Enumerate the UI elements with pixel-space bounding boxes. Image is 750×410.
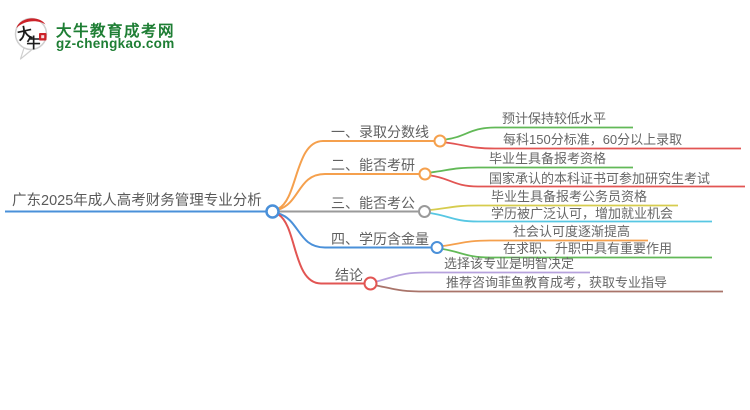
branch-node-degree-value: 四、学历含金量 [331,231,429,247]
leaf-node-score-level: 预计保持较低水平 [502,111,607,126]
connector-leaf-4b [442,248,712,259]
connector-leaf-4a [442,239,648,247]
connector-leaf-2b [430,174,745,188]
connector-leaf-3a [429,204,678,211]
node-circle-branch-2 [418,167,432,181]
connector-leaf-5a [376,271,590,283]
leaf-node-postgrad-certificate: 国家承认的本科证书可参加研究生考试 [489,171,711,186]
node-circle-center [265,204,280,219]
leaf-node-civil-recognition: 学历被广泛认可，增加就业机会 [491,206,674,221]
connector-branch-1 [277,140,434,210]
branch-node-civil-service: 三、能否考公 [331,195,415,211]
leaf-node-consult-recommendation: 推荐咨询菲鱼教育成考，获取专业指导 [446,275,668,290]
connector-leaf-2a [430,166,633,174]
branch-node-postgraduate: 二、能否考研 [331,157,415,173]
svg-text:牛: 牛 [27,35,41,52]
connector-leaf-5b [376,284,723,293]
connector-leaf-1b [445,141,741,150]
svg-text:大: 大 [16,23,34,44]
leaf-node-civil-eligibility: 毕业生具备报考公务员资格 [491,189,648,204]
logo-bull-icon: 大 牛 [14,17,48,60]
logo-title: 大牛教育成考网 [56,23,176,40]
node-circle-branch-4 [430,241,444,254]
connector-branch-5 [277,213,364,285]
leaf-node-postgrad-eligibility: 毕业生具备报考资格 [489,151,607,166]
branch-node-conclusion: 结论 [335,267,363,283]
leaf-node-wise-choice: 选择该专业是明智决定 [444,256,575,271]
leaf-node-social-recognition: 社会认可度逐渐提高 [513,224,631,239]
node-circle-branch-1 [433,134,447,148]
connector-leaf-1a [445,126,633,141]
node-circle-branch-3 [418,205,431,218]
logo-subtitle: gz-chengkao.com [56,36,175,51]
leaf-node-career-role: 在求职、升职中具有重要作用 [503,241,673,256]
leaf-node-score-standard: 每科150分标准，60分以上录取 [503,132,683,147]
connector-branch-4 [278,212,431,249]
branch-node-admission-score: 一、录取分数线 [331,124,429,140]
connector-leaf-3b [429,212,712,223]
site-logo: 大 牛 大牛教育成考网 gz-chengkao.com [12,11,232,63]
connector-branch-2 [278,173,419,211]
mindmap-root-node: 广东2025年成人高考财务管理专业分析 [12,193,262,209]
node-circle-branch-5 [363,276,378,291]
